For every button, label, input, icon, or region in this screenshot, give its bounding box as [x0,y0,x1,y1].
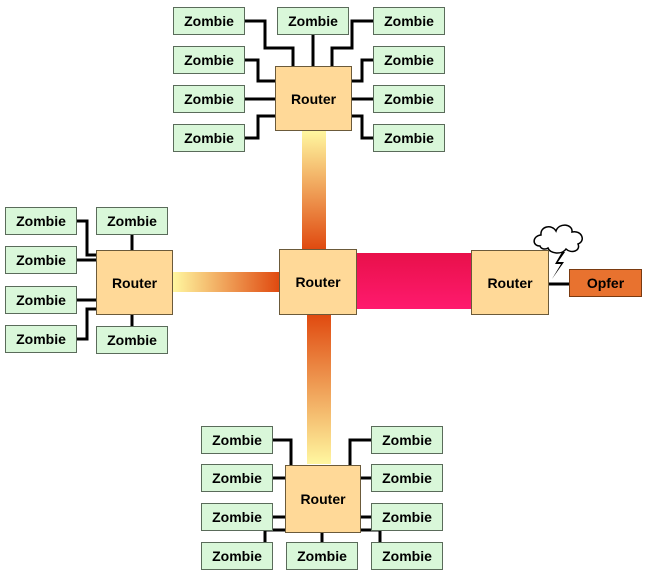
router-top: Router [275,66,352,131]
zombie-node: Zombie [173,85,245,113]
zombie-node: Zombie [373,7,445,35]
router-label: Router [111,274,158,291]
router-victim: Router [471,250,549,315]
link-top-to-center [302,131,326,249]
zombie-node: Zombie [277,7,349,35]
zombie-connectors [77,19,569,542]
router-label: Router [295,274,341,290]
link-bottom-to-center [307,315,331,464]
router-label: Router [290,90,337,107]
router-left: Router [96,250,173,315]
zombie-label: Zombie [288,13,338,29]
zombie-node: Zombie [96,326,168,354]
zombie-label: Zombie [382,432,432,448]
zombie-node: Zombie [373,46,445,74]
router-bottom: Router [285,465,361,533]
zombie-node: Zombie [5,246,77,274]
router-label: Router [487,274,533,291]
zombie-node: Zombie [173,46,245,74]
zombie-node: Zombie [373,85,445,113]
zombie-node: Zombie [173,124,245,152]
zombie-label: Zombie [382,509,432,525]
zombie-node: Zombie [371,503,443,531]
zombie-node: Zombie [371,426,443,454]
zombie-node: Zombie [5,286,77,314]
zombie-node: Zombie [201,542,273,570]
zombie-label: Zombie [384,91,434,107]
zombie-node: Zombie [5,325,77,353]
storm-cloud-lightning-icon [533,224,583,279]
zombie-label: Zombie [212,548,262,564]
victim-label: Opfer [586,275,625,291]
zombie-node: Zombie [286,542,358,570]
zombie-label: Zombie [184,13,234,29]
router-center: Router [279,249,357,315]
zombie-node: Zombie [371,464,443,492]
zombie-label: Zombie [184,130,234,146]
victim-node: Opfer [569,269,642,297]
zombie-label: Zombie [212,470,262,486]
zombie-label: Zombie [212,432,262,448]
zombie-node: Zombie [96,207,168,235]
zombie-label: Zombie [382,470,432,486]
zombie-node: Zombie [5,207,77,235]
zombie-label: Zombie [297,548,347,564]
router-label: Router [300,491,346,507]
zombie-node: Zombie [373,124,445,152]
zombie-label: Zombie [16,292,66,308]
zombie-label: Zombie [16,252,66,268]
zombie-label: Zombie [16,331,66,347]
zombie-label: Zombie [384,52,434,68]
zombie-node: Zombie [173,7,245,35]
zombie-node: Zombie [201,503,273,531]
zombie-label: Zombie [384,13,434,29]
zombie-label: Zombie [16,213,66,229]
zombie-label: Zombie [382,548,432,564]
zombie-label: Zombie [107,332,157,348]
link-center-to-victim-router [356,253,471,309]
zombie-label: Zombie [184,52,234,68]
zombie-label: Zombie [107,213,157,229]
zombie-label: Zombie [184,91,234,107]
zombie-label: Zombie [212,509,262,525]
zombie-node: Zombie [371,542,443,570]
zombie-label: Zombie [384,130,434,146]
link-left-to-center [173,272,279,292]
zombie-node: Zombie [201,464,273,492]
zombie-node: Zombie [201,426,273,454]
